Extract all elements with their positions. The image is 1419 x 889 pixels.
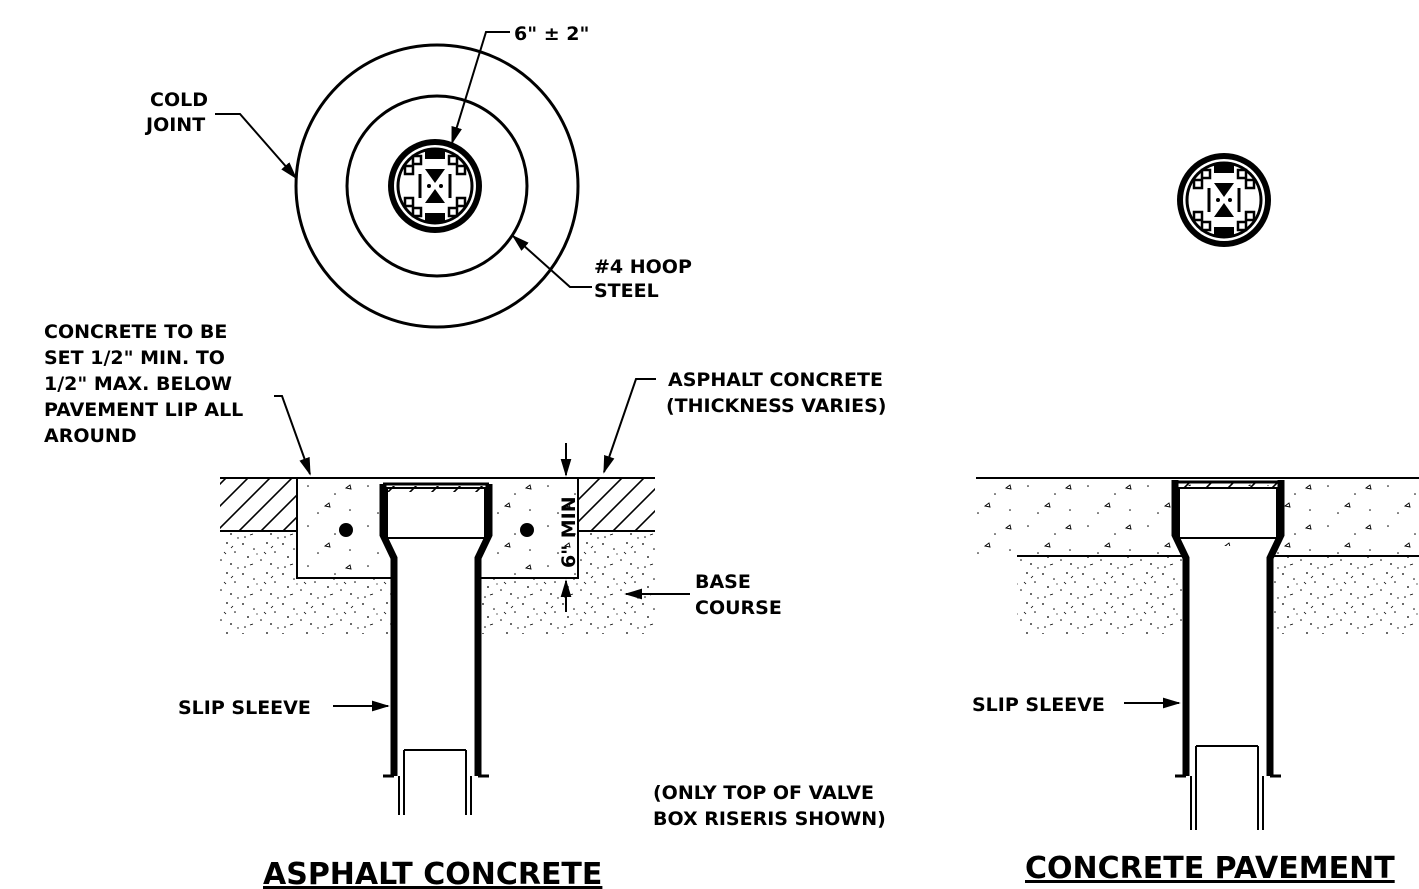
hoop-label-1: #4 HOOP xyxy=(594,256,692,278)
cold-joint-label-1: COLD xyxy=(150,89,208,111)
only-top-label-2: BOX RISERIS SHOWN) xyxy=(653,808,886,830)
rebar-left xyxy=(339,523,353,537)
six-min-label: 6" MIN xyxy=(558,496,580,568)
dim-leader xyxy=(451,31,510,145)
valve-cap-icon xyxy=(386,137,484,235)
slip-sleeve-left-label: SLIP SLEEVE xyxy=(178,697,311,719)
plan-view xyxy=(215,31,592,329)
conc-note-4: PAVEMENT LIP ALL xyxy=(44,399,243,421)
conc-note-2: SET 1/2" MIN. TO xyxy=(44,347,225,369)
hoop-label-2: STEEL xyxy=(594,280,659,302)
cold-joint-leader xyxy=(215,113,298,180)
hoop-steel-circle xyxy=(345,94,529,278)
asphalt-label-1: ASPHALT CONCRETE xyxy=(668,369,883,391)
rebar-right xyxy=(520,523,534,537)
base-label-1: BASE xyxy=(695,571,751,593)
slip-sleeve-right-label: SLIP SLEEVE xyxy=(972,694,1105,716)
asphalt-section xyxy=(220,378,690,815)
valve-cap-icon-right xyxy=(1175,151,1273,249)
conc-note-1: CONCRETE TO BE xyxy=(44,321,227,343)
concrete-section xyxy=(976,477,1419,830)
conc-note-5: AROUND xyxy=(44,425,137,447)
only-top-label-1: (ONLY TOP OF VALVE xyxy=(653,782,874,804)
cold-joint-circle xyxy=(294,43,580,329)
asphalt-hatch-left xyxy=(220,478,297,531)
conc-note-3: 1/2" MAX. BELOW xyxy=(44,373,232,395)
title-concrete-pavement: CONCRETE PAVEMENT xyxy=(1025,851,1395,886)
asphalt-label-2: (THICKNESS VARIES) xyxy=(666,395,886,417)
hoop-leader xyxy=(511,234,592,288)
cold-joint-label-2: JOINT xyxy=(144,114,205,136)
title-asphalt: ASPHALT CONCRETE xyxy=(263,857,602,889)
asphalt-hatch-right xyxy=(578,478,655,531)
base-label-2: COURSE xyxy=(695,597,782,619)
dim-top-label: 6" ± 2" xyxy=(514,23,589,45)
